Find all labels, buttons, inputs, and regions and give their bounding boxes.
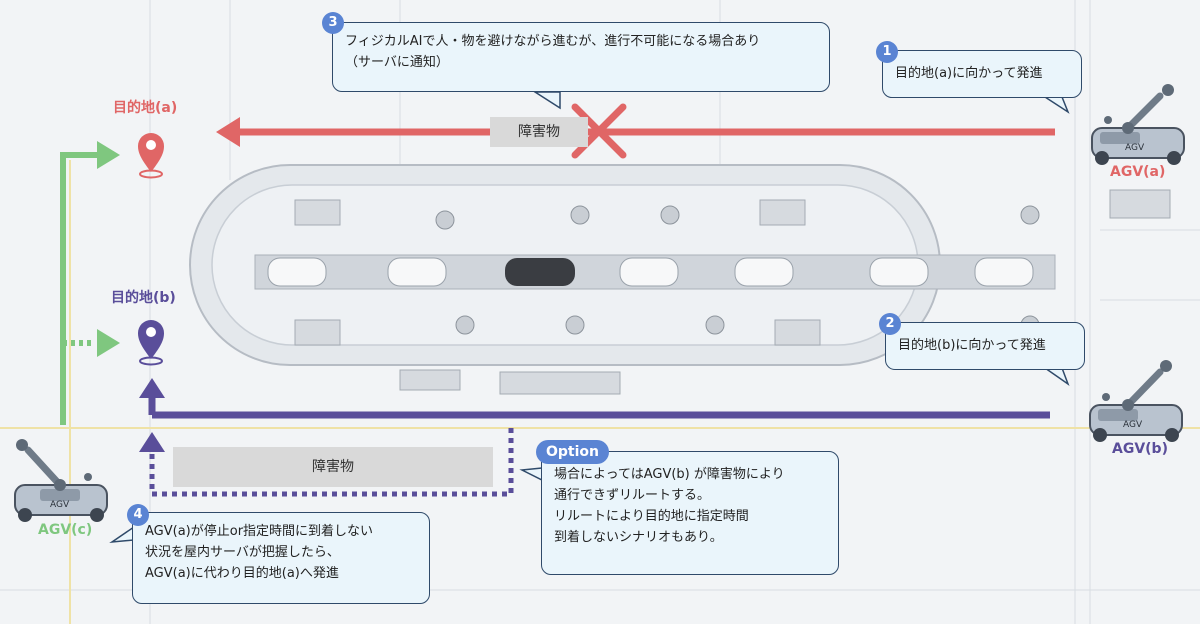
agv-c-label: AGV(c) xyxy=(38,522,93,538)
obstacle-top-label: 障害物 xyxy=(518,124,560,140)
callout-option-line-4: 到着しないシナリオもあり。 xyxy=(554,530,723,545)
agv-b-label: AGV(b) xyxy=(1112,441,1168,457)
callout-1-number-badge: 1 xyxy=(876,41,898,63)
callout-4-line-1: AGV(a)が停止or指定時間に到着しない xyxy=(145,524,374,539)
callout-2-line-1: 目的地(b)に向かって発進 xyxy=(898,338,1046,353)
obstacle-bottom: 障害物 xyxy=(173,447,493,487)
destination-b-pin-icon xyxy=(138,320,164,366)
callout-3-line-1: フィジカルAIで人・物を避けながら進むが、進行不可能になる場合あり xyxy=(345,34,761,49)
callout-1: 目的地(a)に向かって発進 xyxy=(882,50,1082,98)
callout-option-line-3: リルートにより目的地に指定時間 xyxy=(554,509,749,524)
agv-a-body-label: AGV xyxy=(1125,143,1145,153)
agv-b-body-label: AGV xyxy=(1123,420,1143,430)
callout-1-line-1: 目的地(a)に向かって発進 xyxy=(895,66,1043,81)
callout-4-number-badge: 4 xyxy=(127,504,149,526)
agv-c-body-label: AGV xyxy=(50,500,70,510)
obstacle-bottom-label: 障害物 xyxy=(312,459,354,475)
destination-a-pin-icon xyxy=(138,133,164,179)
callout-3: フィジカルAIで人・物を避けながら進むが、進行不可能になる場合あり （サーバに通… xyxy=(332,22,830,92)
callout-option-line-2: 通行できずリルートする。 xyxy=(554,488,711,503)
blocked-x-icon xyxy=(571,103,627,159)
callout-option-badge: Option xyxy=(536,440,609,464)
callout-3-line-2: （サーバに通知） xyxy=(345,55,449,70)
agv-a-robot-icon: AGV xyxy=(1091,84,1185,165)
callout-2-number-badge: 2 xyxy=(879,313,901,335)
callout-2: 目的地(b)に向かって発進 xyxy=(885,322,1085,370)
obstacle-top: 障害物 xyxy=(490,117,588,147)
agv-c-robot-icon: AGV xyxy=(14,439,108,522)
callout-option-line-1: 場合によってはAGV(b) が障害物により xyxy=(554,467,785,482)
destination-a-label: 目的地(a) xyxy=(113,100,178,116)
callout-3-number-badge: 3 xyxy=(322,12,344,34)
destination-b-label: 目的地(b) xyxy=(111,290,176,306)
callout-4-line-3: AGV(a)に代わり目的地(a)へ発進 xyxy=(145,566,339,581)
agv-a-label: AGV(a) xyxy=(1110,164,1166,180)
callout-option: 場合によってはAGV(b) が障害物により 通行できずリルートする。 リルートに… xyxy=(541,451,839,575)
callout-4: AGV(a)が停止or指定時間に到着しない 状況を屋内サーバが把握したら、 AG… xyxy=(132,512,430,604)
agv-b-robot-icon: AGV xyxy=(1089,360,1183,442)
callout-4-line-2: 状況を屋内サーバが把握したら、 xyxy=(145,545,340,560)
